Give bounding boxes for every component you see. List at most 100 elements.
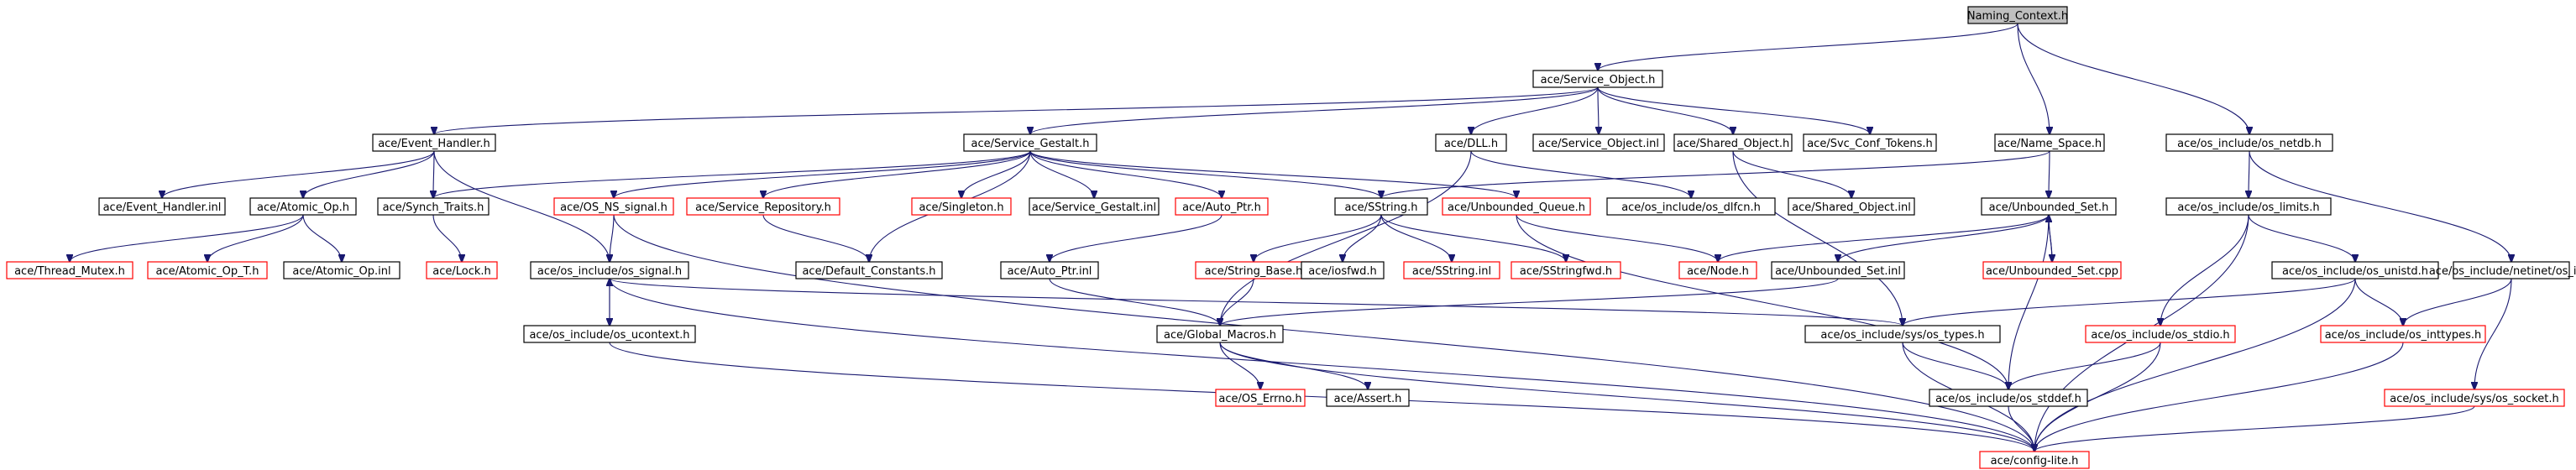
- edge-unbounded_queue_h-to-node_h: [1516, 214, 1718, 262]
- node-label: ace/Service_Gestalt.inl: [1032, 201, 1156, 214]
- node-unbounded-queue-h[interactable]: ace/Unbounded_Queue.h: [1442, 197, 1591, 216]
- node-os-errno-h[interactable]: ace/OS_Errno.h: [1215, 389, 1306, 407]
- node-label: ace/SString.inl: [1412, 265, 1491, 278]
- node-sstringfwd-h[interactable]: ace/SStringfwd.h: [1511, 261, 1621, 279]
- node-box: [249, 197, 357, 216]
- node-config-lite-h[interactable]: ace/config-lite.h: [1979, 451, 2090, 469]
- node-auto-ptr-h[interactable]: ace/Auto_Ptr.h: [1175, 197, 1269, 216]
- node-os-ns-signal-h[interactable]: ace/OS_NS_signal.h: [553, 197, 674, 216]
- node-box: [1982, 261, 2122, 279]
- node-label: ace/Node.h: [1687, 265, 1749, 278]
- edge-event_handler_h-to-os_signal_h: [433, 150, 610, 262]
- node-os-unistd-h[interactable]: ace/os_include/os_unistd.h: [2271, 261, 2439, 279]
- node-box: [2165, 197, 2332, 216]
- node-service-object-inl[interactable]: ace/Service_Object.inl: [1532, 133, 1665, 152]
- node-os-stdio-h[interactable]: ace/os_include/os_stdio.h: [2085, 325, 2236, 343]
- node-default-constants-h[interactable]: ace/Default_Constants.h: [795, 261, 943, 279]
- node-event-handler-h[interactable]: ace/Event_Handler.h: [372, 133, 496, 152]
- node-sys-types-h[interactable]: ace/os_include/sys/os_types.h: [1804, 325, 2001, 343]
- edge-netinet_in_h-to-sys_socket_h: [2474, 278, 2512, 389]
- node-iosfwd-h[interactable]: ace/iosfwd.h: [1301, 261, 1385, 279]
- edge-os_netdb_h-to-netinet_in_h: [2249, 150, 2511, 262]
- node-box: [1029, 197, 1160, 216]
- edge-os_ucontext_h-to-config_lite_h: [609, 342, 2034, 452]
- node-lock-h[interactable]: ace/Lock.h: [426, 261, 498, 279]
- edge-sstring_h-to-string_base_h: [1254, 214, 1382, 262]
- node-sys-socket-h[interactable]: ace/os_include/sys/os_socket.h: [2384, 389, 2565, 407]
- edges-layer: [70, 23, 2512, 452]
- node-os-signal-h[interactable]: ace/os_include/os_signal.h: [530, 261, 689, 279]
- node-string-base-h[interactable]: ace/String_Base.h: [1195, 261, 1312, 279]
- edge-os_limits_h-to-os_unistd_h: [2248, 214, 2355, 262]
- node-label: ace/DLL.h: [1444, 138, 1498, 150]
- node-label: ace/Unbounded_Set.inl: [1775, 265, 1901, 278]
- node-box: [1442, 197, 1591, 216]
- node-os-netdb-h[interactable]: ace/os_include/os_netdb.h: [2165, 133, 2333, 152]
- edge-naming_context_h-to-name_space_h: [2017, 23, 2050, 134]
- node-sstring-h[interactable]: ace/SString.h: [1334, 197, 1428, 216]
- node-global-macros-h[interactable]: ace/Global_Macros.h: [1156, 325, 1284, 343]
- node-box: [1156, 325, 1284, 343]
- edge-service_object_h-to-service_gestalt_h: [1030, 86, 1599, 134]
- node-box: [1994, 133, 2105, 152]
- node-node-h[interactable]: ace/Node.h: [1678, 261, 1757, 279]
- node-label: ace/config-lite.h: [1991, 455, 2079, 467]
- node-service-gestalt-inl[interactable]: ace/Service_Gestalt.inl: [1029, 197, 1160, 216]
- edge-os_inttypes_h-to-config_lite_h: [2034, 342, 2404, 452]
- node-label: ace/SString.h: [1345, 201, 1418, 214]
- node-sstring-inl[interactable]: ace/SString.inl: [1403, 261, 1500, 279]
- node-svc-conf-tokens-h[interactable]: ace/Svc_Conf_Tokens.h: [1803, 133, 1937, 152]
- edge-event_handler_h-to-event_handler_inl: [162, 150, 435, 198]
- node-assert-h[interactable]: ace/Assert.h: [1326, 389, 1410, 407]
- node-box: [1673, 133, 1793, 152]
- node-thread-mutex-h[interactable]: ace/Thread_Mutex.h: [6, 261, 134, 279]
- node-label: ace/Svc_Conf_Tokens.h: [1807, 138, 1933, 150]
- node-box: [6, 261, 134, 279]
- node-label: ace/Thread_Mutex.h: [14, 265, 125, 278]
- node-service-object-h[interactable]: ace/Service_Object.h: [1532, 70, 1663, 88]
- node-label: ace/String_Base.h: [1205, 265, 1303, 278]
- node-label: ace/SStringfwd.h: [1520, 265, 1612, 278]
- node-unbounded-set-h[interactable]: ace/Unbounded_Set.h: [1981, 197, 2117, 216]
- node-auto-ptr-inl[interactable]: ace/Auto_Ptr.inl: [1000, 261, 1099, 279]
- node-label: ace/os_include/os_unistd.h: [2282, 265, 2428, 278]
- node-label: ace/os_include/sys/os_types.h: [1820, 329, 1984, 342]
- node-atomic-op-h[interactable]: ace/Atomic_Op.h: [249, 197, 357, 216]
- edge-naming_context_h-to-os_netdb_h: [2017, 23, 2249, 134]
- node-singleton-h[interactable]: ace/Singleton.h: [911, 197, 1012, 216]
- edge-service_object_h-to-event_handler_h: [434, 86, 1599, 134]
- node-os-ucontext-h[interactable]: ace/os_include/os_ucontext.h: [523, 325, 696, 343]
- node-box: [1532, 70, 1663, 88]
- node-event-handler-inl[interactable]: ace/Event_Handler.inl: [98, 197, 226, 216]
- node-shared-object-h[interactable]: ace/Shared_Object.h: [1673, 133, 1793, 152]
- node-os-limits-h[interactable]: ace/os_include/os_limits.h: [2165, 197, 2332, 216]
- node-box: [1000, 261, 1099, 279]
- edge-service_object_h-to-dll_h: [1471, 86, 1599, 134]
- node-shared-object-inl[interactable]: ace/Shared_Object.inl: [1788, 197, 1915, 216]
- node-unbounded-set-inl[interactable]: ace/Unbounded_Set.inl: [1771, 261, 1905, 279]
- edge-sys_types_h-to-os_stddef_h: [1902, 342, 2008, 389]
- node-atomic-op-t-h[interactable]: ace/Atomic_Op_T.h: [147, 261, 268, 279]
- node-label: ace/Auto_Ptr.h: [1182, 201, 1261, 214]
- edge-atomic_op_h-to-thread_mutex_h: [70, 214, 304, 262]
- node-synch-traits-h[interactable]: ace/Synch_Traits.h: [377, 197, 490, 216]
- node-os-dlfcn-h[interactable]: ace/os_include/os_dlfcn.h: [1606, 197, 1776, 216]
- node-netinet-in-h[interactable]: ace/os_include/netinet/os_in.h: [2429, 261, 2576, 279]
- edge-sstring_h-to-iosfwd_h: [1343, 214, 1382, 262]
- node-name-space-h[interactable]: ace/Name_Space.h: [1994, 133, 2105, 152]
- node-dll-h[interactable]: ace/DLL.h: [1435, 133, 1507, 152]
- edge-event_handler_h-to-synch_traits_h: [433, 150, 434, 198]
- node-service-repository-h[interactable]: ace/Service_Repository.h: [686, 197, 840, 216]
- node-label: ace/Unbounded_Queue.h: [1448, 201, 1585, 214]
- node-os-stddef-h[interactable]: ace/os_include/os_stddef.h: [1929, 389, 2088, 407]
- node-box: [686, 197, 840, 216]
- node-service-gestalt-h[interactable]: ace/Service_Gestalt.h: [963, 133, 1097, 152]
- node-unbounded-set-cpp[interactable]: ace/Unbounded_Set.cpp: [1982, 261, 2122, 279]
- node-box: [1511, 261, 1621, 279]
- node-box: [2085, 325, 2236, 343]
- node-box: [2384, 389, 2565, 407]
- node-atomic-op-inl[interactable]: ace/Atomic_Op.inl: [283, 261, 401, 279]
- node-os-inttypes-h[interactable]: ace/os_include/os_inttypes.h: [2320, 325, 2486, 343]
- node-label: ace/os_include/sys/os_socket.h: [2390, 393, 2558, 405]
